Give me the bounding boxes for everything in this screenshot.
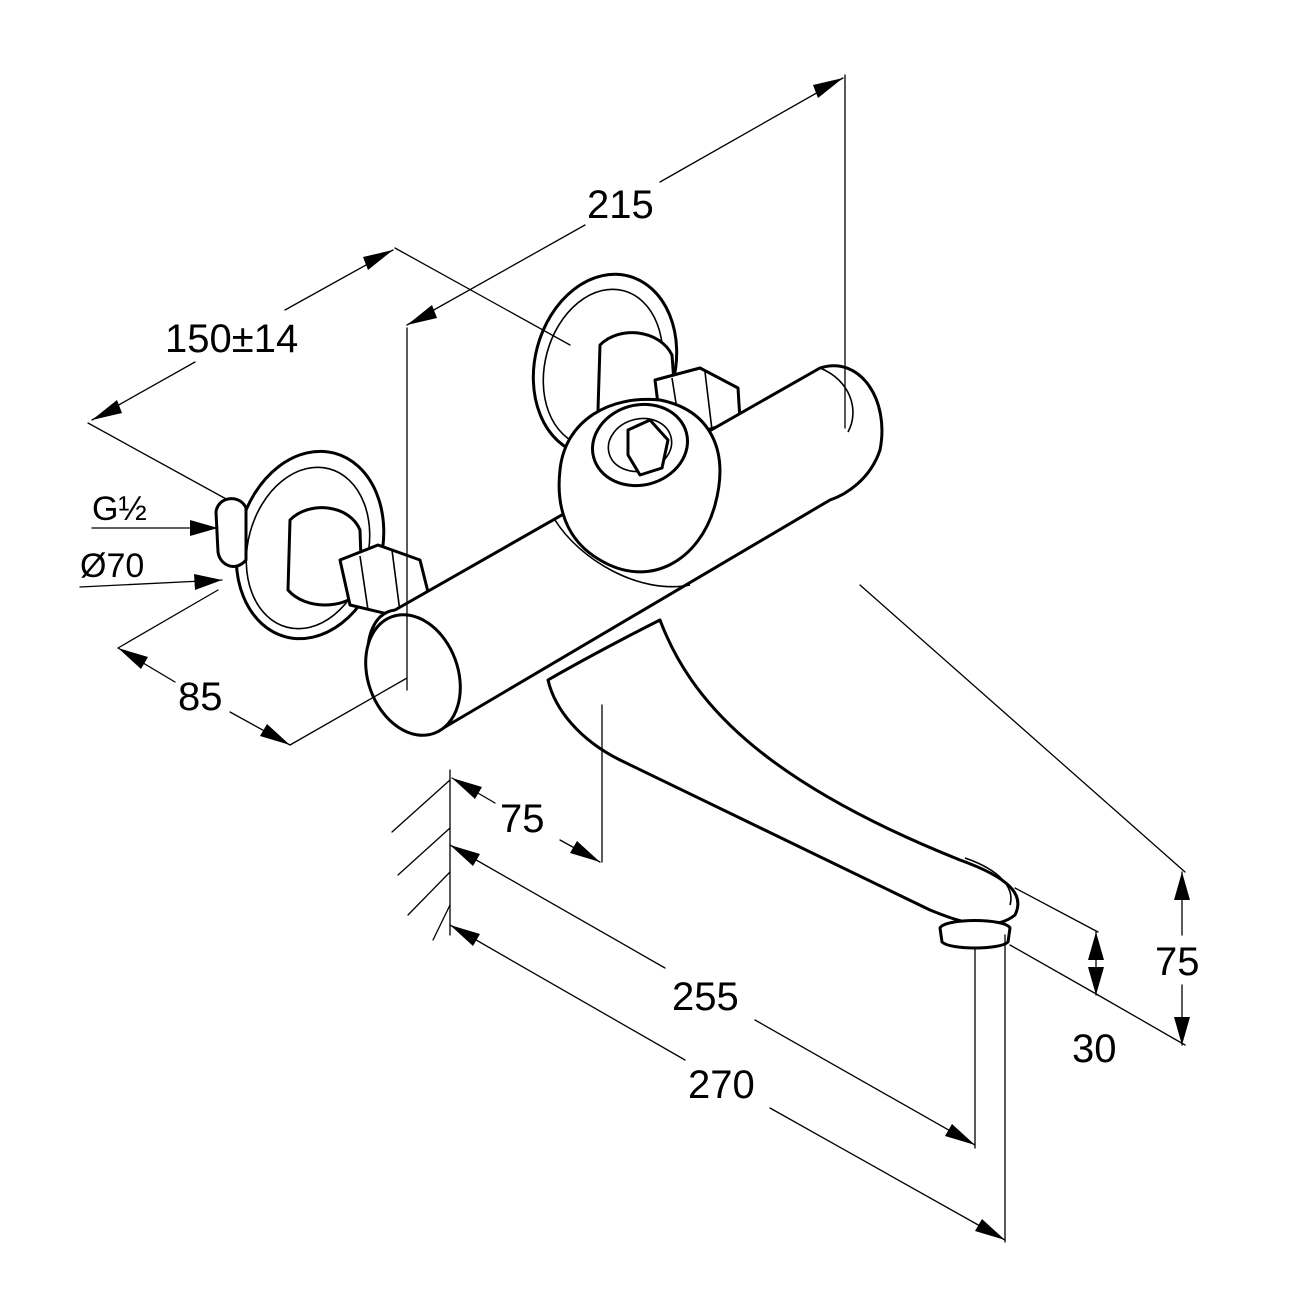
faucet-illustration	[214, 272, 1020, 950]
dim-connection-centers: 150±14	[165, 317, 298, 361]
dim-projection: 85	[178, 675, 223, 719]
dim-outlet-height: 30	[1072, 1027, 1117, 1071]
dim-rosette-diameter: Ø70	[80, 547, 144, 585]
dim-spout-reach: 255	[672, 975, 739, 1019]
control-head	[554, 397, 722, 588]
dim-body-offset: 75	[500, 797, 545, 841]
wall-hatch	[391, 769, 451, 941]
dimension-lines	[79, 74, 1190, 1243]
dim-body-height: 75	[1155, 940, 1200, 984]
dim-total-reach: 270	[688, 1063, 755, 1107]
dimension-labels: 215 150±14 G½ Ø70 85 75 255 270 30 75	[80, 183, 1200, 1107]
spout	[546, 618, 1020, 950]
dim-overall-width: 215	[587, 183, 654, 227]
dim-connection-thread: G½	[92, 490, 147, 528]
